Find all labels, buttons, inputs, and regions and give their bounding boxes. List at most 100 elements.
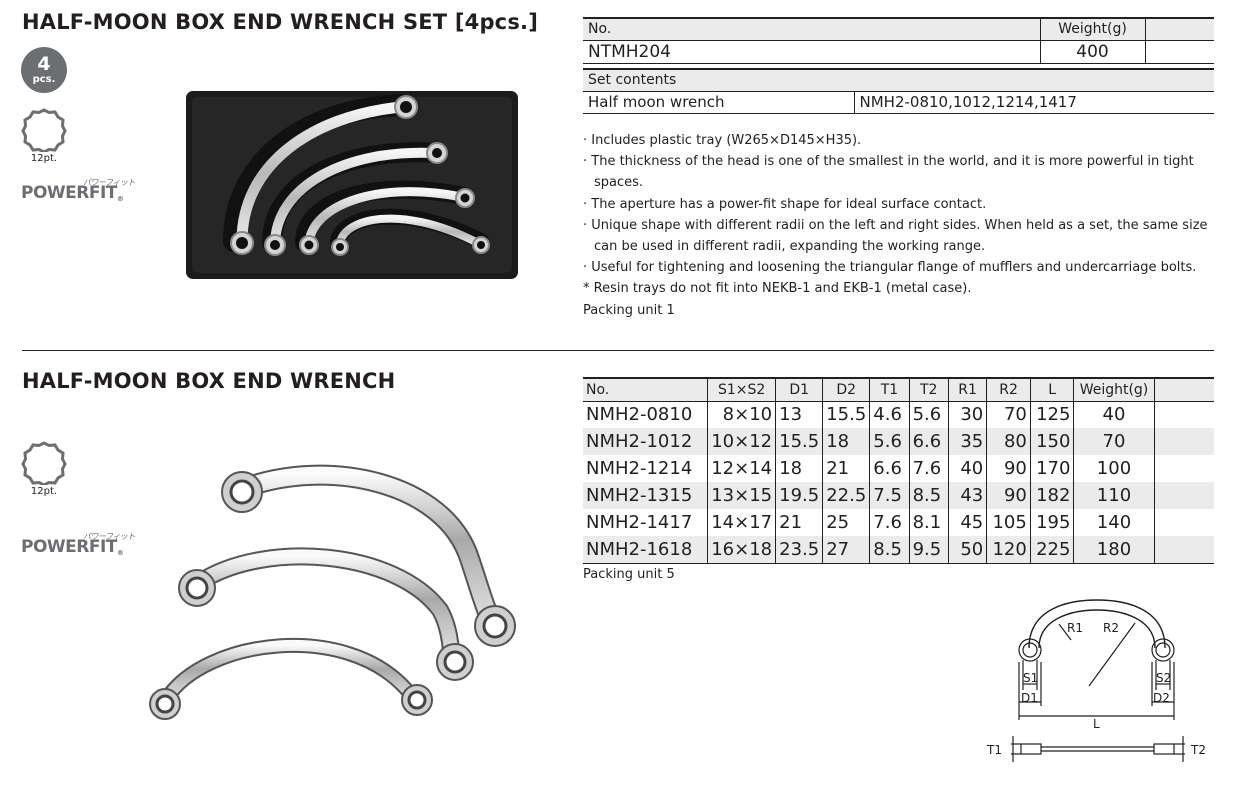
col-header-t2: T2 bbox=[908, 377, 949, 402]
cell-t2: 5.6 bbox=[908, 401, 949, 428]
cell-r2: 120 bbox=[986, 536, 1031, 564]
cell-no: NMH2-0810 bbox=[586, 404, 693, 426]
cell-t1: 4.6 bbox=[869, 401, 910, 428]
note-line: can be used in different radii, expandin… bbox=[594, 239, 986, 255]
table-row: NMH2-0810 8×10 13 15.5 4.6 5.6 30 70 125… bbox=[583, 401, 1214, 428]
note-line: · The aperture has a power-fit shape for… bbox=[583, 196, 987, 212]
brand-name: POWERFIT bbox=[21, 537, 117, 557]
cell-d1: 23.5 bbox=[775, 536, 823, 564]
note-line: spaces. bbox=[594, 175, 644, 191]
cell-t1: 5.6 bbox=[869, 428, 910, 455]
cell-weight: 140 bbox=[1073, 509, 1155, 536]
cell-no: NMH2-1618 bbox=[583, 536, 708, 564]
cell-no: NMH2-1417 bbox=[586, 512, 693, 533]
table-row: NMH2-1012 10×12 15.5 18 5.6 6.6 35 80 15… bbox=[583, 428, 1214, 455]
twelve-point-icon bbox=[21, 108, 67, 152]
label-t1: T1 bbox=[986, 743, 1002, 757]
col-header-d1: D1 bbox=[775, 377, 823, 402]
col-header-no: No. bbox=[583, 377, 708, 402]
cell-t2: 9.5 bbox=[908, 536, 949, 564]
cell-d2: 25 bbox=[822, 509, 870, 536]
twelve-point-icon bbox=[21, 441, 67, 485]
cell-weight: 40 bbox=[1073, 401, 1155, 428]
label-d2: D2 bbox=[1153, 691, 1170, 705]
cell-r1: 45 bbox=[947, 509, 987, 536]
packing-unit: Packing unit 5 bbox=[583, 567, 675, 582]
point-label: 12pt. bbox=[30, 153, 58, 164]
section-divider bbox=[22, 350, 1214, 351]
table-row: NMH2-1315 13×15 19.5 22.5 7.5 8.5 43 90 … bbox=[583, 482, 1214, 509]
cell-d1: 21 bbox=[775, 509, 823, 536]
cell-weight: 100 bbox=[1073, 455, 1155, 482]
contents-value: NMH2-0810,1012,1214,1417 bbox=[853, 91, 1214, 114]
cell-t1: 8.5 bbox=[869, 536, 910, 564]
powerfit-logo: POWERFIT® パワーフィット bbox=[21, 178, 135, 203]
col-header-t1: T1 bbox=[869, 377, 910, 402]
pieces-badge: 4 pcs. bbox=[21, 47, 67, 93]
cell-weight: 180 bbox=[1073, 536, 1155, 564]
wrench-photo bbox=[149, 464, 516, 720]
set-notes: · Includes plastic tray (W265×D145×H35).… bbox=[583, 130, 1208, 321]
pieces-unit: pcs. bbox=[32, 74, 56, 85]
contents-header: Set contents bbox=[583, 68, 1214, 92]
table-row: NMH2-1417 14×17 21 25 7.6 8.1 45 105 195… bbox=[583, 509, 1214, 536]
cell-r2: 90 bbox=[986, 455, 1031, 482]
cell-r1: 40 bbox=[947, 455, 987, 482]
cell-r2: 80 bbox=[986, 428, 1031, 455]
cell-weight: 70 bbox=[1073, 428, 1155, 455]
packing-unit: Packing unit 1 bbox=[583, 302, 675, 318]
cell-size: 13×15 bbox=[707, 482, 776, 509]
cell-d2: 15.5 bbox=[822, 401, 870, 428]
wrench-spec-table: No. S1×S2 D1 D2 T1 T2 R1 R2 L Weight(g) … bbox=[583, 377, 1214, 564]
cell-no: NMH2-1012 bbox=[583, 428, 708, 455]
cell-t1: 7.5 bbox=[869, 482, 910, 509]
cell-l: 150 bbox=[1029, 428, 1074, 455]
cell-l: 225 bbox=[1029, 536, 1074, 564]
cell-r2: 70 bbox=[986, 401, 1031, 428]
cell-d1: 19.5 bbox=[775, 482, 823, 509]
note-line: * Resin trays do not fit into NEKB-1 and… bbox=[583, 281, 972, 297]
cell-d1: 15.5 bbox=[775, 428, 823, 455]
label-l: L bbox=[1093, 717, 1100, 731]
note-line: · Includes plastic tray (W265×D145×H35). bbox=[583, 133, 862, 148]
cell-l: 182 bbox=[1029, 482, 1074, 509]
pieces-count: 4 bbox=[37, 53, 51, 75]
cell-l: 170 bbox=[1029, 455, 1074, 482]
label-r1: R1 bbox=[1067, 621, 1083, 635]
cell-size: 12×14 bbox=[707, 455, 776, 482]
cell-t2: 7.6 bbox=[908, 455, 949, 482]
label-r2: R2 bbox=[1103, 621, 1119, 635]
cell-r2: 105 bbox=[986, 509, 1031, 536]
wrench-set-tray-image bbox=[186, 91, 518, 279]
cell-r2: 90 bbox=[986, 482, 1031, 509]
cell-l: 125 bbox=[1029, 401, 1074, 428]
cell-t2: 8.5 bbox=[908, 482, 949, 509]
set-weight: 400 bbox=[1039, 40, 1146, 64]
cell-d2: 21 bbox=[822, 455, 870, 482]
col-header-weight: Weight(g) bbox=[1073, 377, 1155, 402]
set-spec-table: No. Weight(g) NTMH204 400 Set contents H… bbox=[583, 17, 1214, 114]
col-header-size: S1×S2 bbox=[707, 377, 776, 402]
powerfit-logo: POWERFIT® パワーフィット bbox=[21, 532, 135, 557]
label-d1: D1 bbox=[1021, 691, 1038, 705]
note-line: · Useful for tightening and loosening th… bbox=[583, 260, 1197, 276]
label-s1: S1 bbox=[1023, 671, 1038, 685]
cell-r1: 35 bbox=[947, 428, 987, 455]
cell-size: 16×18 bbox=[707, 536, 776, 564]
brand-kana: パワーフィット bbox=[83, 532, 135, 541]
cell-d1: 18 bbox=[775, 455, 823, 482]
cell-l: 195 bbox=[1029, 509, 1074, 536]
cell-t1: 6.6 bbox=[869, 455, 910, 482]
label-t2: T2 bbox=[1190, 743, 1206, 757]
col-header-d2: D2 bbox=[822, 377, 870, 402]
cell-size: 8×10 bbox=[707, 401, 776, 428]
weight-header: Weight(g) bbox=[1039, 17, 1146, 41]
cell-no: NMH2-1315 bbox=[583, 482, 708, 509]
cell-r1: 30 bbox=[947, 401, 987, 428]
note-line: · The thickness of the head is one of th… bbox=[583, 154, 1194, 170]
set-title: HALF-MOON BOX END WRENCH SET [4pcs.] bbox=[22, 10, 539, 34]
cell-weight: 110 bbox=[1073, 482, 1155, 509]
cell-t2: 6.6 bbox=[908, 428, 949, 455]
point-label: 12pt. bbox=[30, 486, 58, 497]
col-header-l: L bbox=[1029, 377, 1074, 402]
